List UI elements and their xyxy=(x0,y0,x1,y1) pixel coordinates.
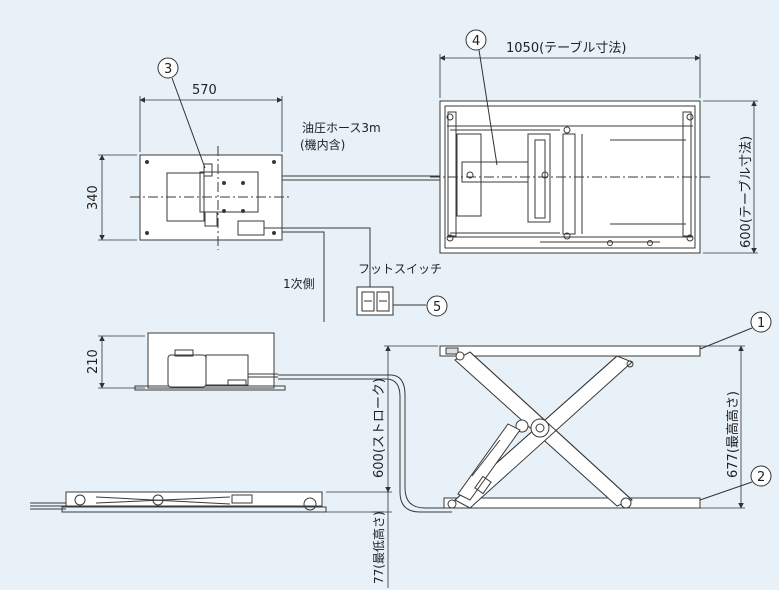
dimension-600-width xyxy=(703,100,758,254)
dimension-570 xyxy=(139,96,283,152)
foot-switch xyxy=(356,286,448,317)
callout-1-label: 1 xyxy=(757,316,765,331)
dimension-340 xyxy=(98,154,137,241)
table-top-view xyxy=(430,100,712,254)
dimension-1050 xyxy=(439,54,701,98)
hose-label: 油圧ホース3m xyxy=(302,121,381,135)
hydraulic-hose-side xyxy=(278,374,452,509)
dim-210-label: 210 xyxy=(86,349,101,374)
dimension-600-stroke xyxy=(326,345,438,493)
foot-switch-label: フットスイッチ xyxy=(358,262,442,276)
callout-3 xyxy=(157,57,206,169)
lift-raised-side-view xyxy=(439,345,701,509)
callout-1 xyxy=(699,311,772,350)
callout-2-label: 2 xyxy=(757,470,765,485)
dim-1050-label: 1050(テーブル寸法) xyxy=(506,40,626,56)
callout-5-label: 5 xyxy=(433,300,441,315)
dim-77-label: 77(最低高さ) xyxy=(371,511,386,584)
power-unit-top-view xyxy=(130,146,442,322)
callout-4 xyxy=(465,29,498,166)
hose-note: (機内含) xyxy=(300,137,345,152)
dimension-210 xyxy=(98,335,145,389)
primary-side-label: 1次側 xyxy=(283,277,315,291)
lift-lowered-side-view xyxy=(30,491,327,513)
dim-600-width-label: 600(テーブル寸法) xyxy=(738,136,754,248)
dimension-77 xyxy=(326,492,392,588)
dim-677-label: 677(最高高さ) xyxy=(725,391,741,478)
dim-stroke-label: 600(ストローク) xyxy=(372,378,387,478)
power-unit-side-view xyxy=(134,332,286,391)
callout-3-label: 3 xyxy=(164,62,172,77)
callout-4-label: 4 xyxy=(472,34,480,49)
callout-2 xyxy=(699,465,772,501)
dimension-677 xyxy=(700,345,745,509)
dim-570-label: 570 xyxy=(192,83,217,98)
dim-340-label: 340 xyxy=(86,185,101,210)
